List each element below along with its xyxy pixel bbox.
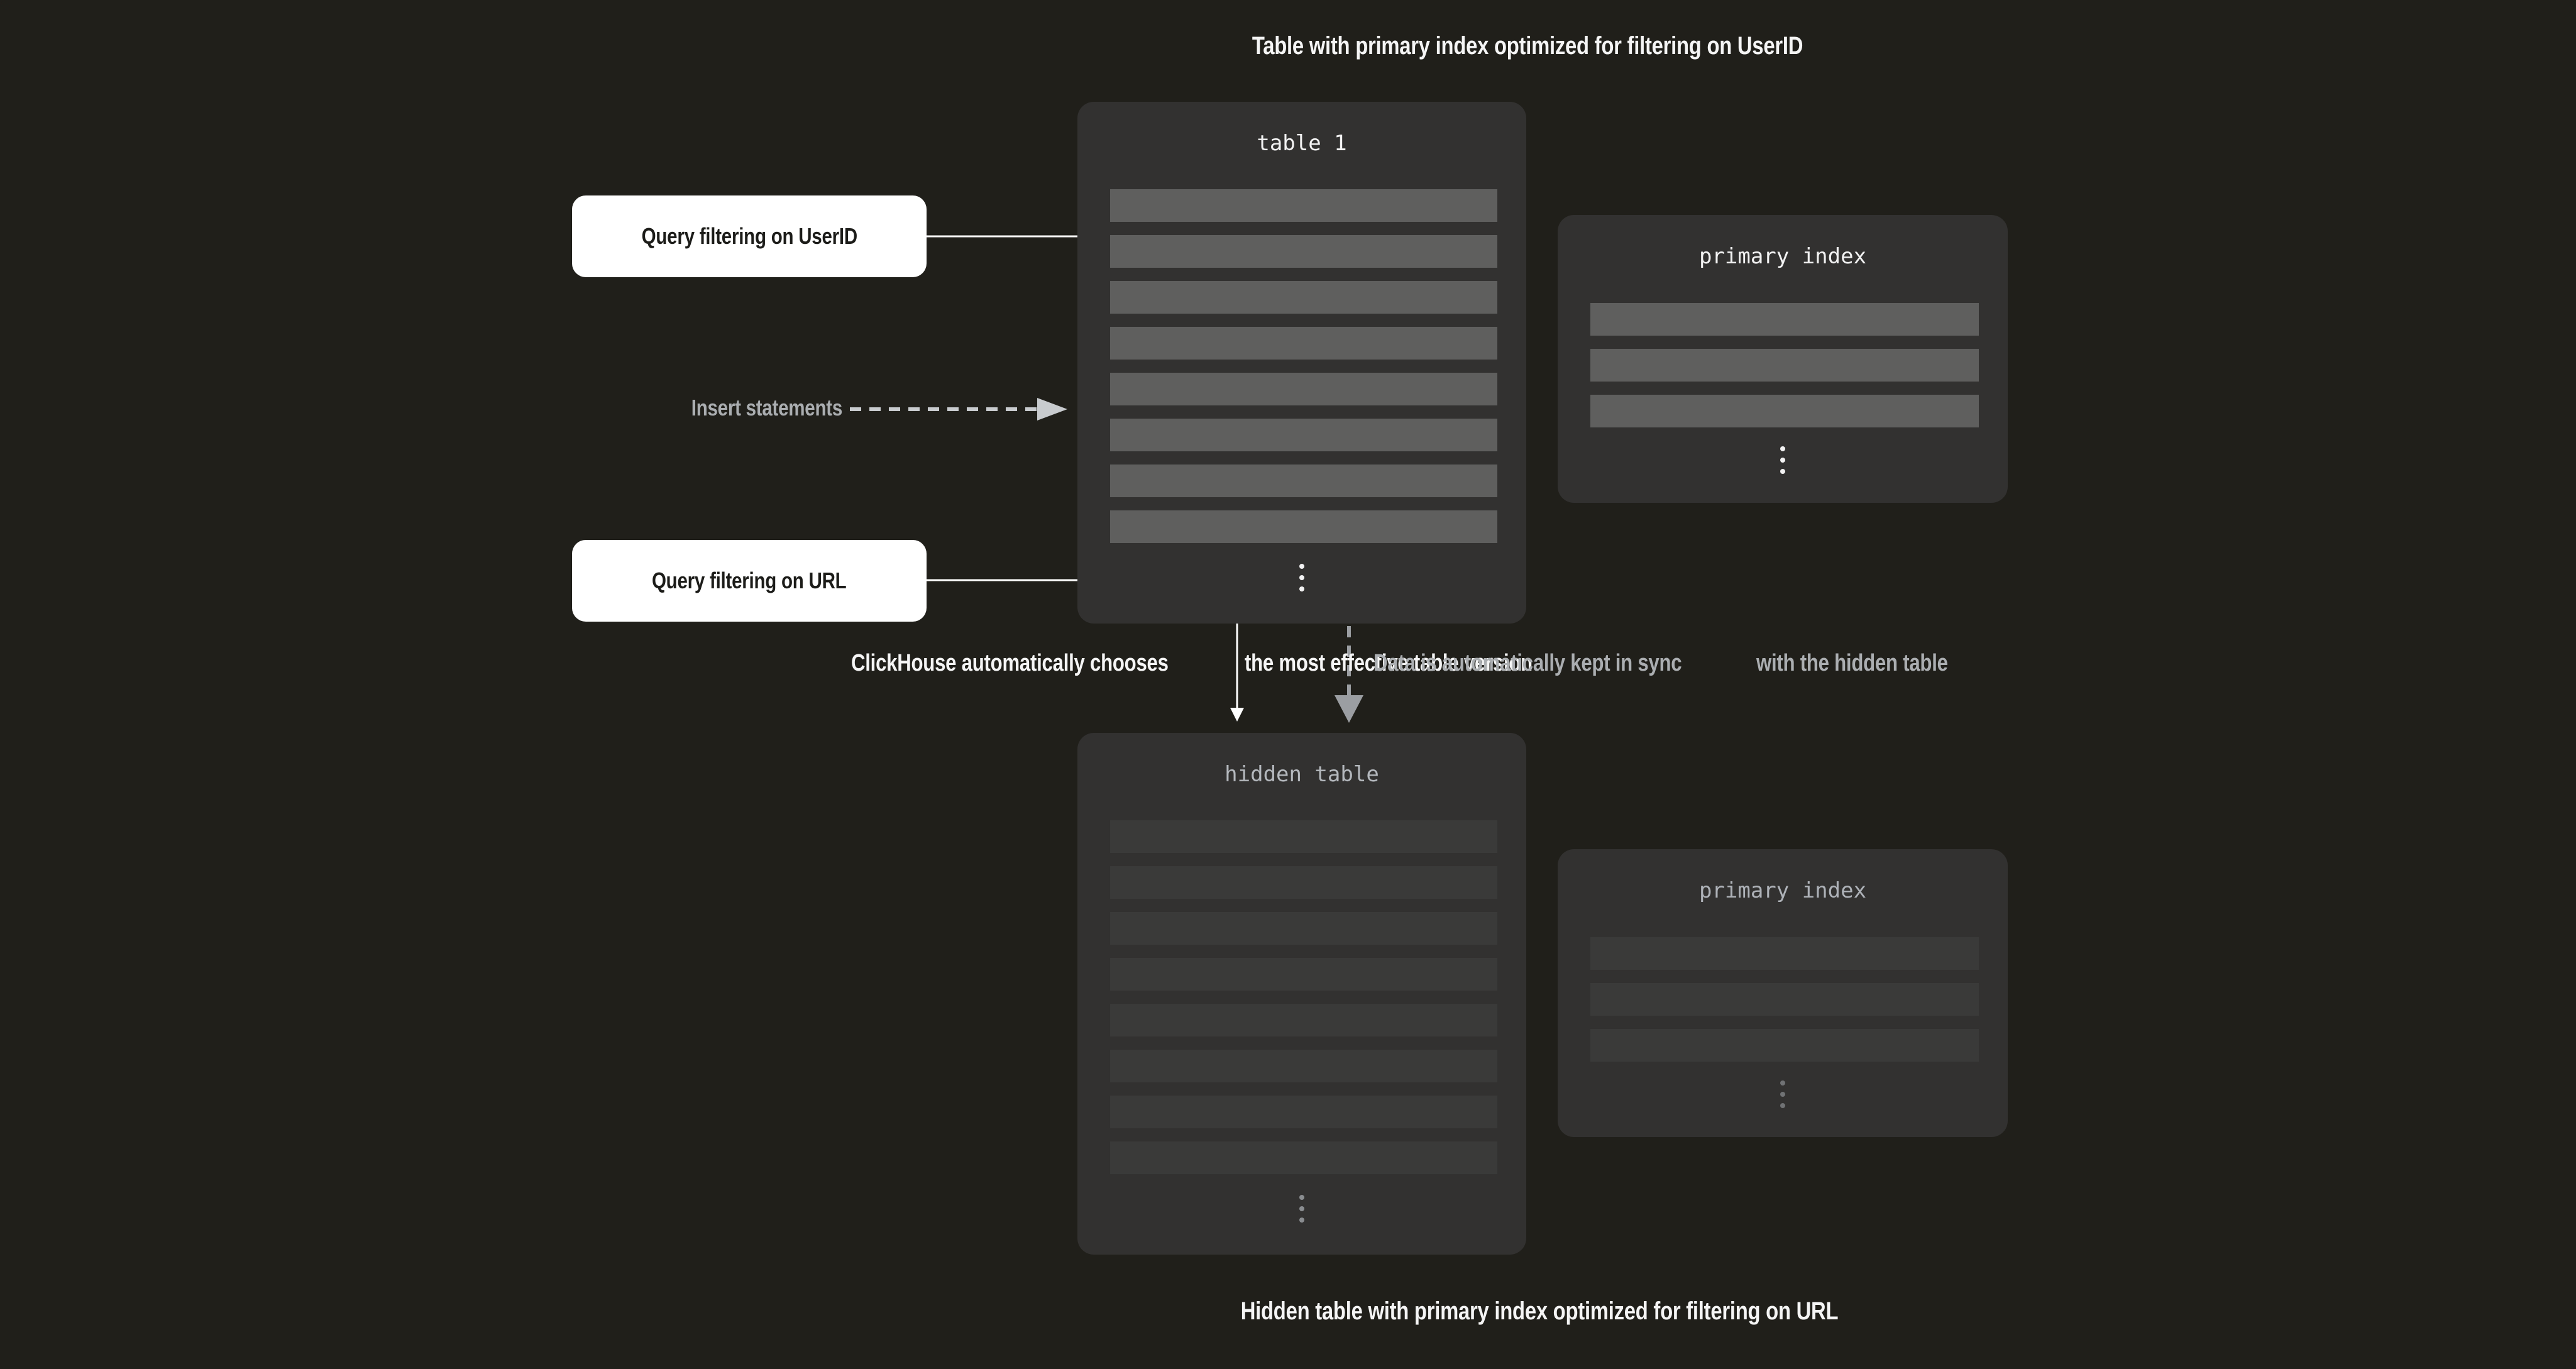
panel-primary-index-top: primary index [1558, 215, 2008, 503]
table-row [1110, 235, 1497, 268]
table-row [1590, 395, 1979, 427]
sync-annotation-line1: Data is automatically kept in sync [1373, 650, 1682, 676]
panel-table1-title: table 1 [1257, 131, 1347, 156]
table-row [1110, 1004, 1497, 1036]
panel-hidden-table: hidden table [1077, 733, 1526, 1255]
table-row [1110, 373, 1497, 405]
table-row [1110, 1050, 1497, 1082]
table-row [1110, 465, 1497, 497]
sync-annotation: Data is automatically kept in sync with … [1373, 649, 1990, 678]
panel-primary-index-bottom-rows [1590, 937, 1979, 1062]
vertical-ellipsis-icon [1077, 1195, 1526, 1223]
panel-hidden-table-title: hidden table [1225, 762, 1379, 787]
table-row [1590, 983, 1979, 1016]
table-row [1590, 303, 1979, 336]
caption-bottom: Hidden table with primary index optimize… [1175, 1296, 1903, 1326]
insert-statements-text: Insert statements [691, 395, 843, 421]
sync-annotation-line2: with the hidden table [1756, 650, 1948, 676]
panel-hidden-table-rows [1110, 820, 1497, 1174]
panel-table1-rows [1110, 189, 1497, 543]
table-row [1110, 327, 1497, 360]
callout-query-url: Query filtering on URL [572, 540, 927, 622]
caption-top-text: Table with primary index optimized for f… [1252, 32, 1803, 60]
sync-arrowhead-icon [1335, 695, 1363, 723]
table-row [1110, 1096, 1497, 1128]
vertical-ellipsis-icon [1077, 564, 1526, 591]
table-row [1590, 937, 1979, 970]
table-row [1110, 281, 1497, 314]
chooses-annotation-line2: the most effective table version [1245, 650, 1533, 676]
table-row [1590, 349, 1979, 382]
url-query-arrowhead-icon [1230, 708, 1244, 722]
vertical-ellipsis-icon [1558, 1080, 2008, 1108]
chooses-annotation: ClickHouse automatically chooses the mos… [851, 649, 1596, 678]
table-row [1110, 958, 1497, 991]
panel-table1: table 1 [1077, 102, 1526, 624]
table-row [1110, 1141, 1497, 1174]
panel-primary-index-bottom-title: primary index [1698, 878, 1867, 903]
callout-query-url-label: Query filtering on URL [652, 568, 847, 593]
panel-primary-index-top-title: primary index [1698, 244, 1867, 269]
callout-query-userid-label: Query filtering on UserID [641, 223, 857, 249]
vertical-ellipsis-icon [1558, 446, 2008, 474]
table-row [1110, 189, 1497, 222]
caption-top: Table with primary index optimized for f… [1192, 31, 1864, 61]
panel-primary-index-top-rows [1590, 303, 1979, 427]
callout-query-userid: Query filtering on UserID [572, 195, 927, 277]
insert-statements-label: Insert statements [658, 394, 843, 422]
panel-primary-index-bottom: primary index [1558, 849, 2008, 1137]
insert-statements-arrowhead-icon [1037, 398, 1067, 421]
table-row [1110, 912, 1497, 945]
table-row [1110, 866, 1497, 899]
table-row [1110, 820, 1497, 853]
table-row [1110, 510, 1497, 543]
table-row [1590, 1029, 1979, 1062]
table-row [1110, 419, 1497, 451]
chooses-annotation-line1: ClickHouse automatically chooses [851, 650, 1169, 676]
caption-bottom-text: Hidden table with primary index optimize… [1240, 1297, 1839, 1325]
